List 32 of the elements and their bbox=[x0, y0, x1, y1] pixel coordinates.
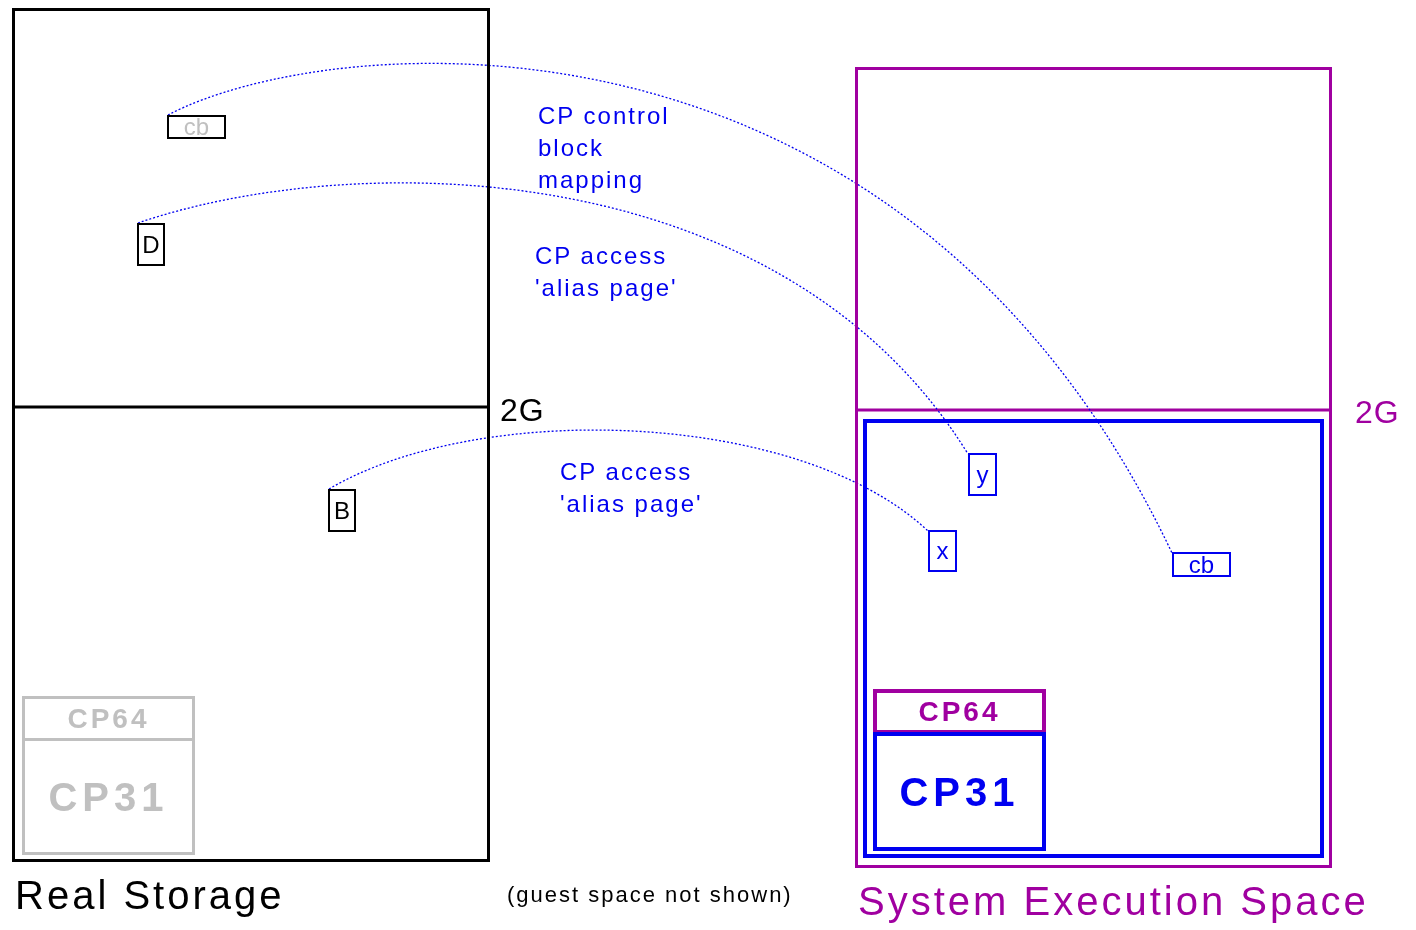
mapping-line bbox=[137, 182, 969, 455]
control-block-box bbox=[1172, 552, 1231, 577]
box-label: CP64 bbox=[918, 697, 1001, 726]
edge-label: CP access 'alias page' bbox=[535, 241, 679, 303]
page-box bbox=[928, 530, 957, 572]
space-title: System Execution Space bbox=[858, 881, 1369, 921]
box-label: CP31 bbox=[899, 771, 1020, 812]
control-block-box bbox=[167, 115, 226, 139]
region-box bbox=[22, 738, 195, 855]
box-label: CP31 bbox=[48, 776, 169, 817]
region-box bbox=[22, 696, 195, 741]
page-box bbox=[968, 453, 997, 496]
box-label: y bbox=[976, 462, 989, 487]
boundary-label: 2G bbox=[500, 394, 545, 426]
note-text: (guest space not shown) bbox=[507, 884, 793, 906]
region-box bbox=[873, 689, 1046, 734]
box-label: CP64 bbox=[67, 704, 150, 733]
mapping-line bbox=[328, 429, 929, 532]
box-label: cb bbox=[183, 115, 210, 139]
edge-label: CP control block mapping bbox=[538, 101, 671, 195]
page-box bbox=[328, 489, 356, 532]
mapping-line bbox=[167, 62, 1173, 554]
page-box bbox=[137, 223, 165, 266]
box-label: cb bbox=[1188, 552, 1215, 577]
box-label: B bbox=[334, 498, 350, 523]
edge-label: CP access 'alias page' bbox=[560, 457, 704, 519]
space-title: Real Storage bbox=[15, 875, 285, 915]
address-space-box bbox=[863, 419, 1324, 858]
box-label: D bbox=[142, 232, 160, 257]
boundary-label: 2G bbox=[1355, 396, 1400, 428]
box-label: x bbox=[936, 539, 949, 563]
region-box bbox=[873, 732, 1046, 851]
